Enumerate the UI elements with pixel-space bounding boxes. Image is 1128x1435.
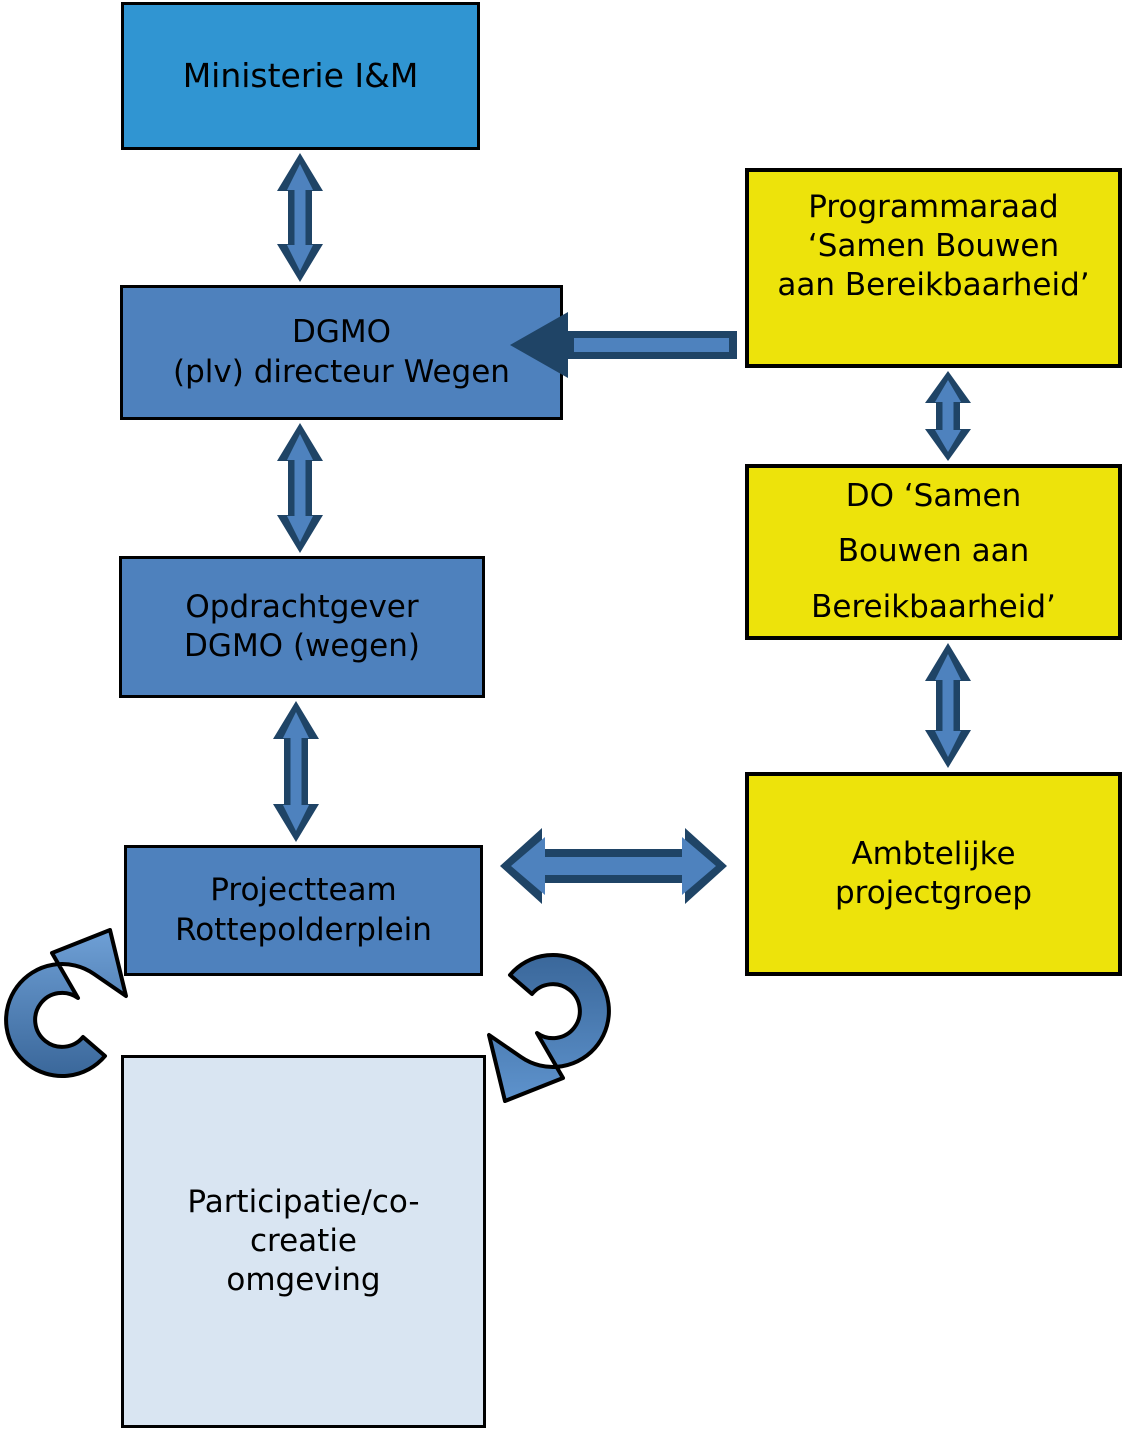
box-dgmo-line2: (plv) directeur Wegen [173, 353, 510, 390]
box-opdrachtgever-line1: Opdrachtgever [185, 588, 419, 625]
box-ministerie-im: Ministerie I&M [121, 2, 480, 150]
double-arrow-projectteam-ambtelijke-icon [500, 828, 727, 904]
box-projectteam-line2: Rottepolderplein [175, 911, 432, 948]
box-projectteam-line1: Projectteam [210, 872, 397, 909]
double-arrow-ministerie-dgmo-icon [277, 153, 323, 282]
box-programmaraad-line2: ‘Samen Bouwen [807, 228, 1060, 265]
box-do-line3: Bereikbaarheid’ [811, 588, 1056, 625]
box-projectteam-rottepolderplein: Projectteam Rottepolderplein [124, 845, 483, 976]
box-programmaraad: Programmaraad ‘Samen Bouwen aan Bereikba… [745, 168, 1122, 368]
box-dgmo-directeur-wegen: DGMO (plv) directeur Wegen [120, 285, 563, 420]
cycle-arrow-left-icon [4, 928, 128, 1079]
box-do-line1: DO ‘Samen [845, 478, 1022, 515]
box-ambtelijke-line2: projectgroep [834, 875, 1033, 911]
cycle-arrow-right-icon [487, 952, 611, 1103]
box-do-samen-bouwen: DO ‘Samen Bouwen aan Bereikbaarheid’ [745, 464, 1122, 640]
box-opdrachtgever-dgmo: Opdrachtgever DGMO (wegen) [119, 556, 485, 698]
box-programmaraad-line3: aan Bereikbaarheid’ [777, 267, 1090, 304]
box-dgmo-line1: DGMO [291, 314, 392, 351]
box-participatie-line1: Participatie/co- [187, 1183, 420, 1220]
box-opdrachtgever-line2: DGMO (wegen) [184, 628, 420, 664]
double-arrow-opdrachtgever-projectteam-icon [273, 701, 319, 842]
box-ambtelijke-line1: Ambtelijke [851, 835, 1016, 872]
box-participatie-line3: omgeving [226, 1262, 381, 1299]
box-ambtelijke-projectgroep: Ambtelijke projectgroep [745, 772, 1122, 976]
double-arrow-do-ambtelijke-icon [925, 643, 971, 768]
box-participatie-line2: creatie [249, 1222, 358, 1259]
double-arrow-programmaraad-do-icon [925, 371, 971, 461]
box-programmaraad-line1: Programmaraad [808, 189, 1059, 225]
box-ministerie-im-label: Ministerie I&M [182, 56, 419, 96]
box-do-line2: Bouwen aan [837, 533, 1030, 570]
double-arrow-dgmo-opdrachtgever-icon [277, 423, 323, 553]
box-participatie-cocreatie: Participatie/co- creatie omgeving [121, 1055, 486, 1428]
